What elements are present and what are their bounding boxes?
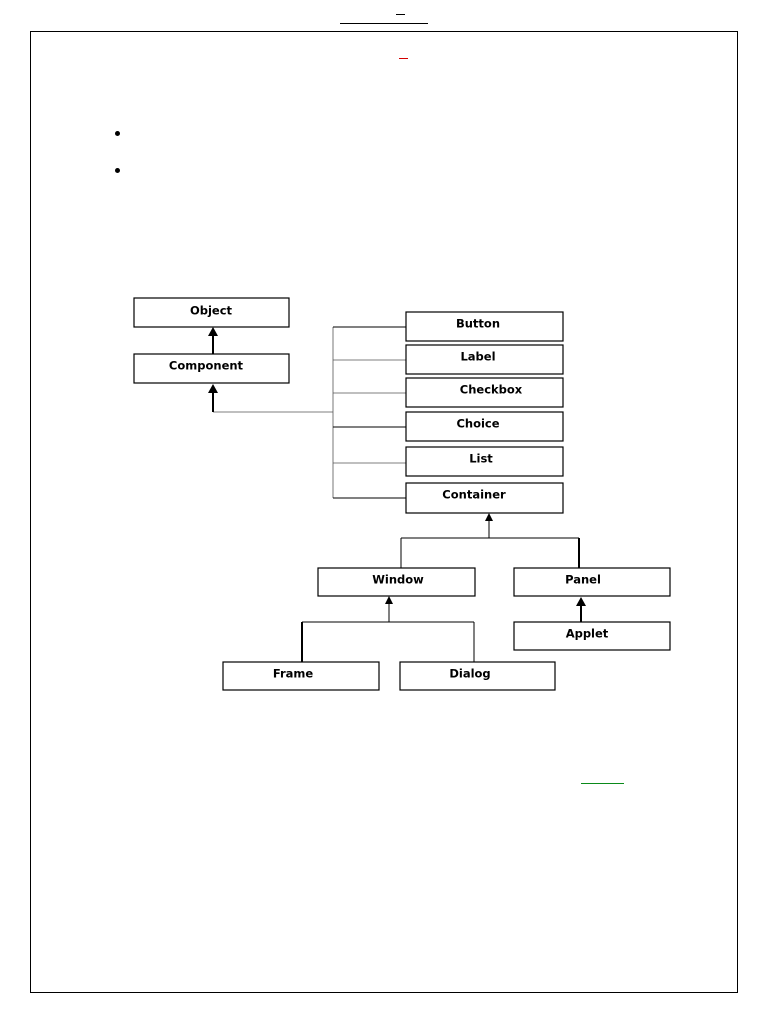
node-label-dialog: Dialog xyxy=(449,667,490,681)
node-frame: Frame xyxy=(222,661,380,691)
node-label-button: Button xyxy=(456,317,500,331)
arrowhead-window xyxy=(385,596,393,604)
node-list: List xyxy=(405,446,564,477)
node-label-list: List xyxy=(469,452,493,466)
diagram-nodes: Object Component Button Label Checkbox C… xyxy=(133,297,671,691)
node-container: Container xyxy=(405,482,564,514)
node-applet: Applet xyxy=(513,621,671,651)
node-dialog: Dialog xyxy=(399,661,556,691)
node-label: Label xyxy=(405,344,564,375)
node-label-window: Window xyxy=(372,573,424,587)
node-choice: Choice xyxy=(405,411,564,442)
node-label-applet: Applet xyxy=(566,627,609,641)
header-rule xyxy=(340,23,428,24)
node-label-frame: Frame xyxy=(273,667,314,681)
arrowhead-component xyxy=(208,384,218,393)
node-label-label: Label xyxy=(460,350,495,364)
node-window: Window xyxy=(317,567,476,597)
node-checkbox: Checkbox xyxy=(405,377,564,408)
node-component: Component xyxy=(133,353,290,384)
node-label-container: Container xyxy=(442,488,506,502)
arrowhead-container xyxy=(485,513,493,521)
link-underline xyxy=(581,783,624,784)
node-object: Object xyxy=(133,297,290,328)
node-label-component: Component xyxy=(169,359,244,373)
bullet-2 xyxy=(115,168,120,173)
node-label-object: Object xyxy=(190,304,233,318)
node-button: Button xyxy=(405,311,564,342)
bullet-1 xyxy=(115,131,120,136)
node-label-choice: Choice xyxy=(456,417,499,431)
diagram-edges xyxy=(208,326,586,662)
page-frame xyxy=(30,31,738,993)
arrowhead-object xyxy=(208,327,218,336)
header-dash xyxy=(396,14,405,15)
node-label-checkbox: Checkbox xyxy=(460,383,523,397)
red-dash-mark xyxy=(399,58,408,59)
arrowhead-panel xyxy=(576,597,586,606)
node-panel: Panel xyxy=(513,567,671,597)
node-label-panel: Panel xyxy=(565,573,601,587)
